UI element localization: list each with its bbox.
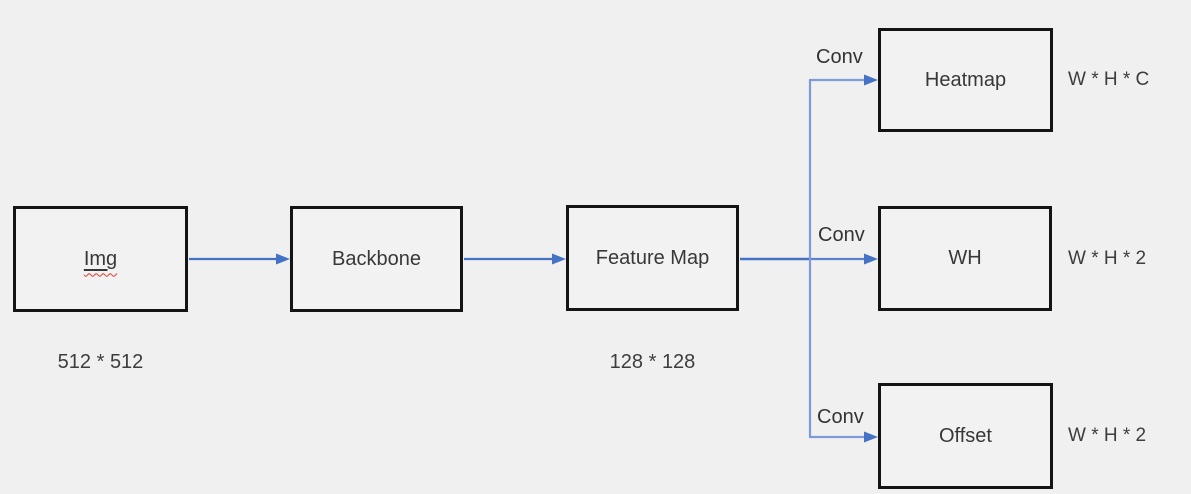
conv-label-heatmap: Conv (816, 46, 863, 68)
arrow-branch-to-offset (809, 431, 878, 443)
node-offset: Offset (878, 383, 1053, 489)
node-offset-label: Offset (939, 424, 992, 447)
node-heatmap: Heatmap (878, 28, 1053, 132)
heatmap-output-dimension: W * H * C (1068, 69, 1150, 90)
wh-output-dimension: W * H * 2 (1068, 247, 1147, 269)
arrow-backbone-to-featuremap (464, 253, 566, 265)
node-wh: WH (878, 206, 1052, 311)
node-feature-map: Feature Map (566, 205, 739, 311)
node-heatmap-label: Heatmap (924, 68, 1007, 91)
node-backbone-label: Backbone (332, 247, 421, 270)
node-feature-map-label: Feature Map (595, 246, 710, 269)
offset-output-dimension: W * H * 2 (1068, 425, 1147, 446)
arrow-img-to-backbone (189, 253, 290, 265)
conv-label-offset: Conv (817, 406, 864, 428)
node-img: Img Img (13, 206, 188, 312)
feature-map-dimension-label: 128 * 128 (609, 351, 696, 373)
img-dimension-label: 512 * 512 (57, 351, 144, 373)
conv-label-wh: Conv (818, 224, 865, 246)
node-backbone: Backbone (290, 206, 463, 312)
arrow-branch-to-heatmap (809, 74, 878, 86)
node-wh-label: WH (948, 247, 982, 269)
arrow-featuremap-to-wh (740, 253, 878, 265)
node-img-label: Img (83, 247, 118, 270)
